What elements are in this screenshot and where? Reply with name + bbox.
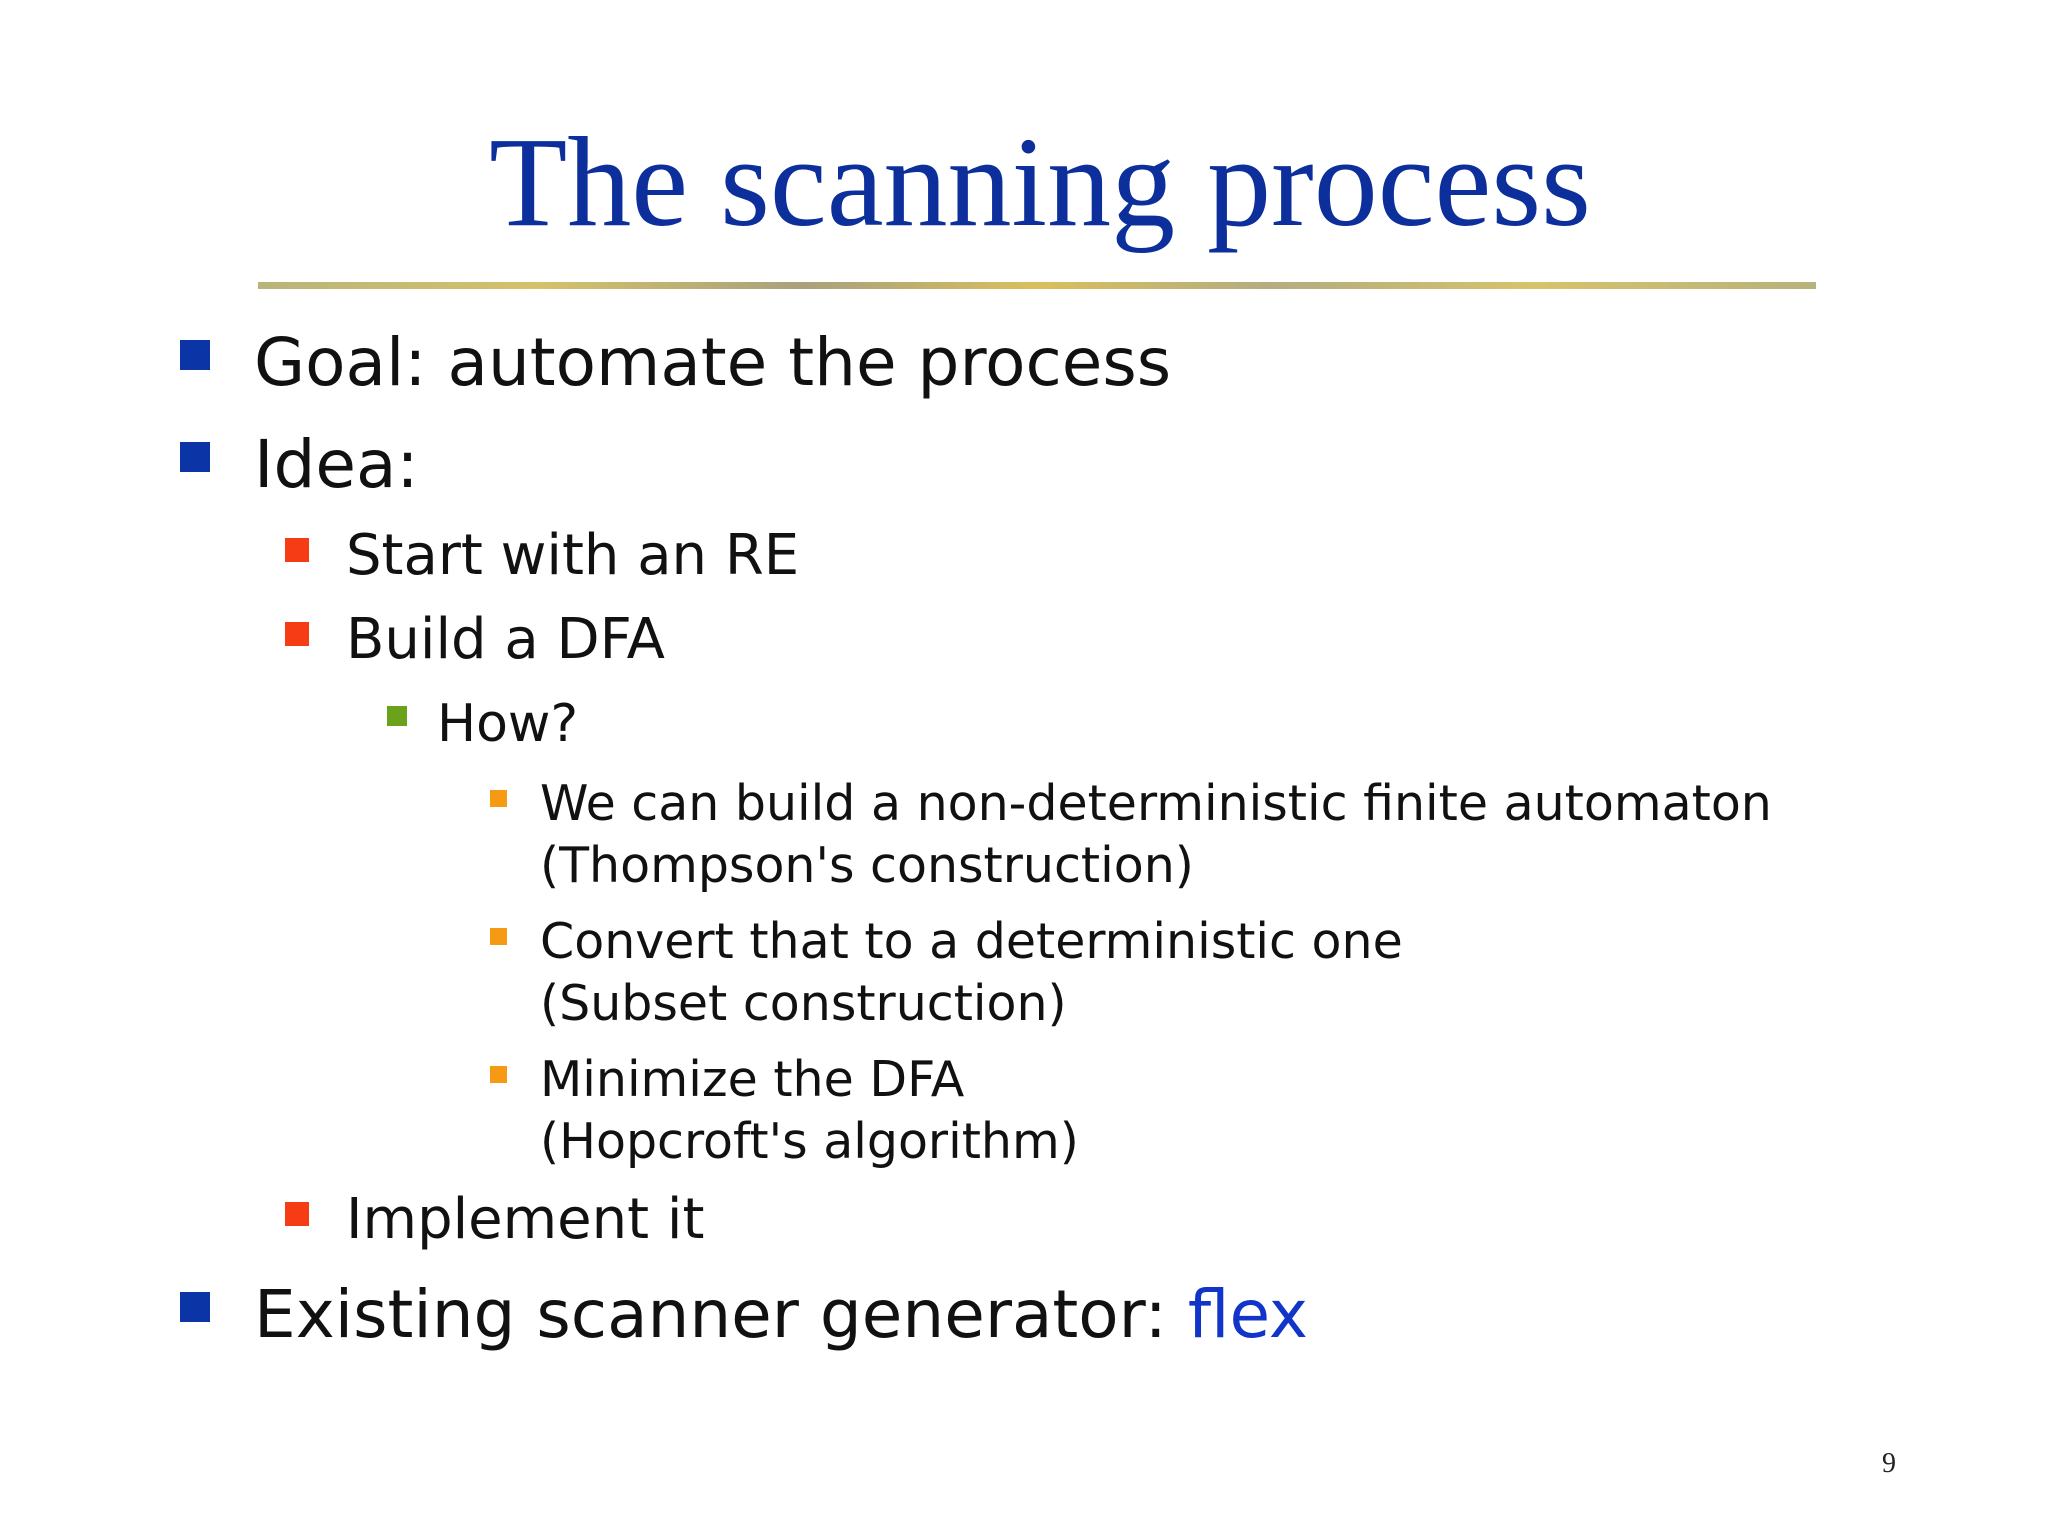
square-bullet-icon <box>285 1202 309 1226</box>
bullet-build-dfa: Build a DFA <box>346 607 665 672</box>
bullet-minimize: Minimize the DFA (Hopcroft's algorithm) <box>540 1049 1079 1173</box>
bullet-start-with-re: Start with an RE <box>346 523 800 588</box>
square-bullet-icon <box>490 790 507 807</box>
square-bullet-icon <box>180 442 210 472</box>
slide-title: The scanning process <box>489 111 1591 253</box>
bullet-implement: Implement it <box>346 1187 705 1252</box>
bullet-nfa-line1: We can build a non-deterministic finite … <box>540 775 1772 832</box>
bullet-goal: Goal: automate the process <box>254 324 1172 401</box>
bullet-idea: Idea: <box>254 426 419 503</box>
square-bullet-icon <box>490 928 507 945</box>
bullet-convert: Convert that to a deterministic one (Sub… <box>540 911 1403 1035</box>
bullet-scanner-generator: Existing scanner generator: flex <box>254 1282 1308 1348</box>
square-bullet-icon <box>180 1292 210 1322</box>
square-bullet-icon <box>180 340 210 370</box>
bullet-convert-line1: Convert that to a deterministic one <box>540 913 1403 970</box>
scanner-generator-label: Existing scanner generator: <box>254 1276 1188 1353</box>
bullet-nfa: We can build a non-deterministic finite … <box>540 773 1772 897</box>
bullet-convert-line2: (Subset construction) <box>540 975 1067 1032</box>
square-bullet-icon <box>490 1066 507 1083</box>
bullet-nfa-line2: (Thompson's construction) <box>540 837 1194 894</box>
square-bullet-icon <box>387 706 407 726</box>
square-bullet-icon <box>285 622 309 646</box>
title-divider <box>258 282 1816 289</box>
square-bullet-icon <box>285 538 309 562</box>
page-number: 9 <box>1882 1448 1896 1479</box>
bullet-how: How? <box>437 694 579 754</box>
bullet-minimize-line2: (Hopcroft's algorithm) <box>540 1113 1079 1170</box>
flex-highlight: flex <box>1187 1276 1308 1353</box>
bullet-minimize-line1: Minimize the DFA <box>540 1051 965 1108</box>
